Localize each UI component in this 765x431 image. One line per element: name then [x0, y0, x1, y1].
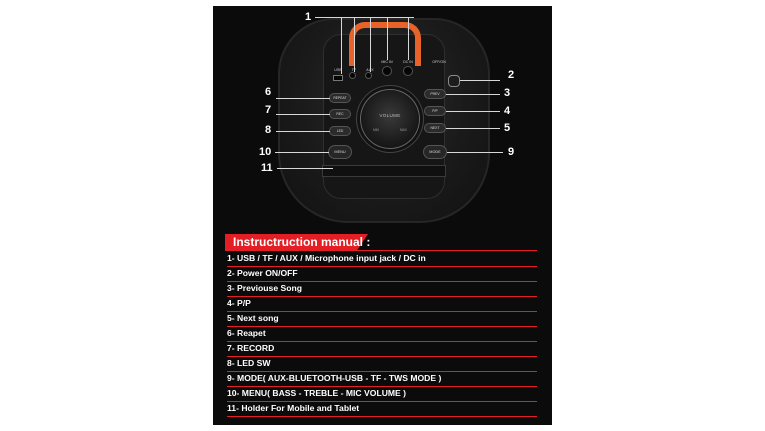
port-label-aux: AUX	[359, 68, 381, 72]
dc-in-jack	[404, 67, 412, 75]
manual-item: 6- Reapet	[227, 326, 537, 342]
manual-item: 4- P/P	[227, 296, 537, 312]
repeat-button: REPEAT	[330, 94, 350, 102]
callout-1-drop-aux	[370, 17, 371, 72]
callout-5-line	[446, 128, 500, 129]
volume-max-label: MAX	[400, 128, 407, 132]
manual-title-banner	[225, 234, 368, 251]
play-pause-button: P/P	[425, 107, 445, 115]
port-label-dc-in: DC IN	[403, 60, 413, 64]
port-label-usb: USB	[334, 68, 342, 72]
aux-jack	[366, 73, 371, 78]
callout-10-line	[275, 152, 329, 153]
power-label: OFF/ON	[432, 60, 446, 64]
product-sheet: USB TF AUX MIC IN DC IN OFF/ON REPEAT RE…	[213, 6, 552, 425]
tf-slot	[350, 73, 355, 78]
manual-item: 5- Next song	[227, 311, 537, 327]
callout-3-line	[446, 94, 500, 95]
manual-title: Instructruction manual :	[233, 235, 371, 249]
callout-4-line	[446, 111, 500, 112]
volume-min-label: MIN	[373, 128, 379, 132]
callout-9: 9	[508, 146, 515, 158]
callout-6: 6	[265, 86, 272, 98]
callout-4: 4	[504, 105, 511, 117]
manual-item: 9- MODE( AUX-BLUETOOTH-USB - TF - TWS MO…	[227, 371, 537, 387]
callout-1-drop-dc	[408, 17, 409, 60]
callout-3: 3	[504, 87, 511, 99]
phone-holder-slot	[323, 166, 445, 176]
callout-11-line	[277, 168, 333, 169]
power-switch	[449, 76, 459, 86]
manual-item: 2- Power ON/OFF	[227, 266, 537, 282]
manual-title-rule	[225, 250, 537, 251]
manual-item: 8- LED SW	[227, 356, 537, 372]
callout-1: 1	[305, 11, 312, 23]
callout-5: 5	[504, 122, 511, 134]
callout-1-line	[315, 17, 414, 18]
mode-button: MODE	[424, 146, 446, 158]
port-label-mic-in: MIC IN	[381, 60, 393, 64]
callout-1-drop-mic	[387, 17, 388, 60]
rec-button: REC	[330, 110, 350, 118]
callout-2: 2	[508, 69, 515, 81]
callout-1-drop-tf	[354, 17, 355, 72]
callout-9-line	[447, 152, 503, 153]
callout-2-line	[460, 80, 500, 81]
manual-item: 11- Holder For Mobile and Tablet	[227, 401, 537, 417]
callout-8: 8	[265, 124, 272, 136]
manual-item: 10- MENU( BASS - TREBLE - MIC VOLUME )	[227, 386, 537, 402]
manual-item: 7- RECORD	[227, 341, 537, 357]
callout-6-line	[276, 98, 330, 99]
volume-knob: VOLUME MIN MAX	[361, 90, 419, 148]
callout-10: 10	[259, 146, 272, 158]
menu-button: MENU	[329, 146, 351, 158]
callout-11: 11	[261, 162, 273, 174]
callout-7-line	[276, 114, 330, 115]
prev-button: PREV	[425, 90, 445, 98]
mic-in-jack	[383, 67, 391, 75]
next-button: NEXT	[425, 124, 445, 132]
carry-handle	[349, 22, 421, 66]
manual-item: 3- Previouse Song	[227, 281, 537, 297]
callout-7: 7	[265, 104, 272, 116]
manual-item: 1- USB / TF / AUX / Microphone input jac…	[227, 251, 537, 267]
callout-1-drop-usb	[341, 17, 342, 74]
led-button: LED	[330, 127, 350, 135]
usb-port	[334, 76, 342, 80]
port-label-tf: TF	[343, 68, 365, 72]
callout-8-line	[276, 131, 330, 132]
volume-label: VOLUME	[379, 113, 401, 118]
